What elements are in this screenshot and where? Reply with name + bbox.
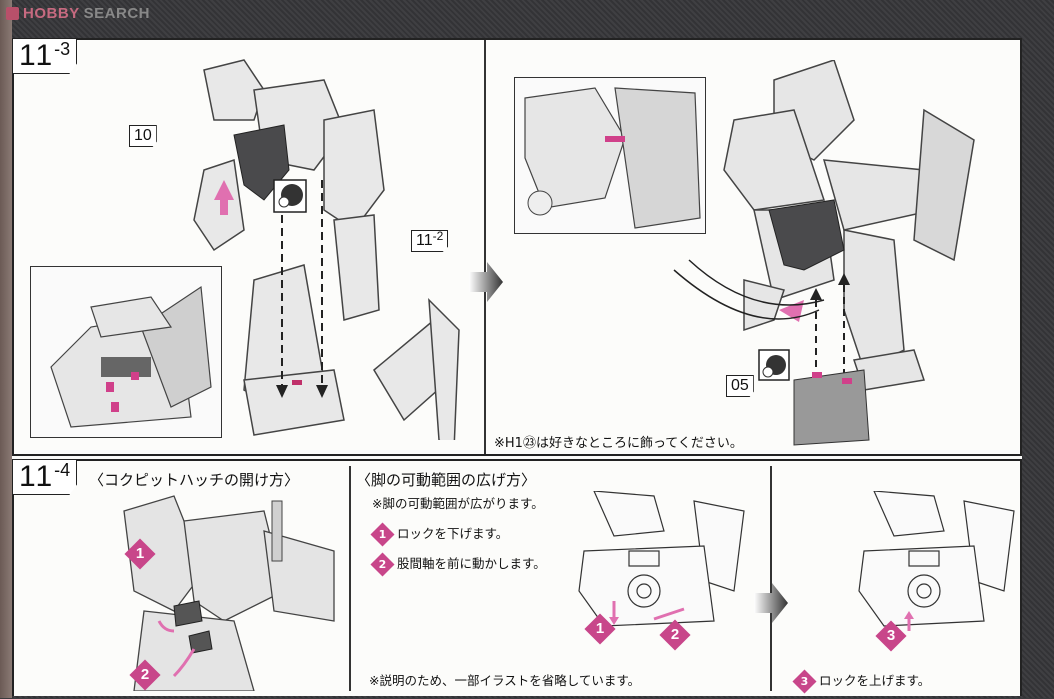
step-subnumber: -4 — [54, 460, 71, 480]
badge-number: 3 — [886, 627, 896, 644]
cockpit-detail-illustration — [50, 285, 212, 428]
ref-step-main: 11 — [416, 232, 433, 249]
leg-badge-1: 1 — [584, 613, 616, 645]
part-label-10: 10 — [129, 125, 157, 147]
leg-lock-up-illustration — [858, 491, 1015, 631]
lock-step-3-text: ロックを上げます。 — [819, 673, 931, 688]
completed-robot-illustration — [673, 60, 975, 446]
step-11-4-panel: 11 -4 〈コクピットハッチの開け方〉 1 2 〈脚の可動範囲の広げ方〉 ※脚… — [12, 459, 1022, 696]
panel-divider — [484, 40, 486, 454]
step-number: 11 — [19, 460, 55, 493]
badge-number: 1 — [135, 545, 145, 562]
robot-assembly-illustration — [193, 59, 460, 440]
lock-badge-3: 3 — [875, 620, 907, 652]
leg-lock-down-illustration — [578, 491, 745, 627]
next-step-arrow-icon — [754, 583, 788, 623]
badge-number: 1 — [595, 620, 605, 637]
step-badge-3: 3 — [792, 669, 817, 694]
assembled-detail-illustration — [524, 87, 701, 229]
part-number: 05 — [731, 377, 749, 394]
illustration-footnote: ※説明のため、一部イラストを省略しています。 — [369, 673, 641, 688]
lock-step-3: 3 ロックを上げます。 — [792, 669, 931, 694]
badge-number: 1 — [378, 528, 387, 541]
step-badge-1: 1 — [370, 522, 395, 547]
cockpit-detail-inset — [30, 266, 222, 438]
cockpit-hatch-illustration — [123, 495, 335, 691]
assembled-detail-inset — [514, 77, 706, 234]
cockpit-badge-2: 2 — [129, 659, 161, 691]
leg-badge-2: 2 — [659, 619, 691, 651]
watermark-brand-b: SEARCH — [83, 5, 151, 22]
instruction-page: 11 -3 — [12, 38, 1022, 696]
step-11-3-panel: 11 -3 — [12, 38, 1022, 456]
badge-number: 2 — [378, 558, 387, 571]
leg-step-2-text: 股間軸を前に動かします。 — [397, 556, 546, 571]
badge-number: 2 — [140, 666, 150, 683]
watermark: HOBBY SEARCH — [6, 5, 150, 22]
next-step-arrow-icon — [469, 262, 503, 302]
badge-number: 2 — [670, 626, 680, 643]
step-11-3-tag: 11 -3 — [12, 38, 78, 74]
cockpit-hatch-title: 〈コクピットハッチの開け方〉 — [89, 471, 300, 489]
leg-step-1: 1 ロックを下げます。 — [370, 522, 509, 547]
badge-number: 3 — [800, 675, 809, 688]
step-subnumber: -3 — [54, 39, 71, 59]
part-number: 10 — [134, 127, 152, 144]
part-label-11-2: 11-2 — [411, 229, 449, 252]
section-divider-1 — [349, 466, 351, 691]
leg-step-1-text: ロックを下げます。 — [397, 526, 509, 541]
watermark-brand-a: HOBBY — [23, 5, 80, 22]
ref-step-sub: -2 — [432, 229, 444, 243]
leg-range-title: 〈脚の可動範囲の広げ方〉 — [356, 471, 537, 489]
step-number: 11 — [19, 39, 55, 72]
leg-range-subtitle: ※脚の可動範囲が広がります。 — [372, 496, 544, 511]
left-edge-strip — [0, 0, 12, 698]
display-note: ※H1㉓は好きなところに飾ってください。 — [494, 436, 743, 451]
section-divider-2 — [770, 466, 772, 691]
part-label-05: 05 — [726, 375, 754, 397]
leg-step-2: 2 股間軸を前に動かします。 — [370, 552, 546, 577]
step-badge-2: 2 — [370, 552, 395, 577]
hobbysearch-logo-icon — [6, 7, 19, 20]
cockpit-badge-1: 1 — [124, 538, 156, 570]
step-11-4-tag: 11 -4 — [12, 459, 78, 495]
